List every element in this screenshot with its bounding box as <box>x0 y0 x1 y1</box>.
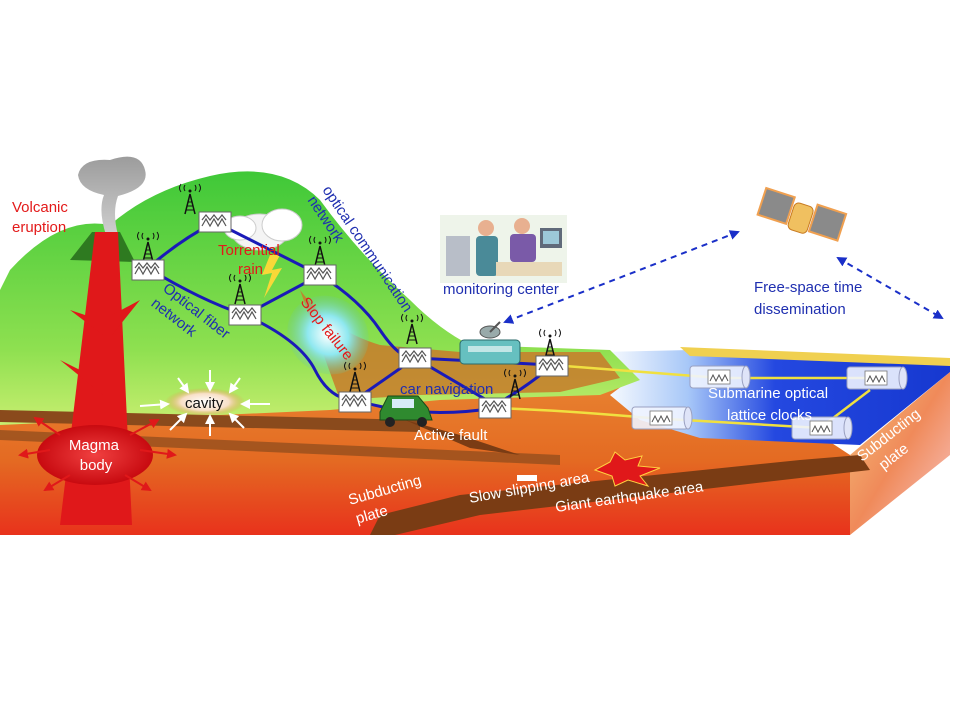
car-navigation-label: car navigation <box>400 381 493 398</box>
subducting-plate-band <box>370 455 870 535</box>
explosion-icon <box>593 451 661 487</box>
magma-body-ellipse <box>37 425 153 485</box>
magma-system <box>18 232 177 525</box>
cavity-arrows <box>139 370 270 436</box>
submarine-optical-lattice-clocks-label: Submarine optical lattice clocks <box>708 385 832 424</box>
car-icon <box>379 395 433 427</box>
torrential-rain-label: Torrential rain <box>218 242 284 278</box>
free-space-time-dissemination-label: Free-space time dissemination <box>754 279 867 318</box>
smoke-plume <box>78 156 146 235</box>
magma-pressure-arrows <box>18 416 177 492</box>
monitoring-building-icon <box>459 321 521 365</box>
monitoring-center-label: monitoring center <box>443 281 559 298</box>
people-scene-icon <box>440 215 567 283</box>
slow-slip-marker <box>517 475 537 481</box>
lightning-icon <box>262 255 282 298</box>
free-space-links <box>503 230 944 324</box>
volcanic-eruption-label: Volcanic eruption <box>12 199 72 236</box>
cavity <box>139 370 270 436</box>
cavity-label: cavity <box>185 395 224 412</box>
rain-cloud-icon <box>223 208 303 251</box>
satellite-icon <box>756 186 848 242</box>
slope-failure-zone <box>287 295 369 375</box>
active-fault-label: Active fault <box>414 427 488 444</box>
magma-body-label: Magma body <box>69 437 123 474</box>
